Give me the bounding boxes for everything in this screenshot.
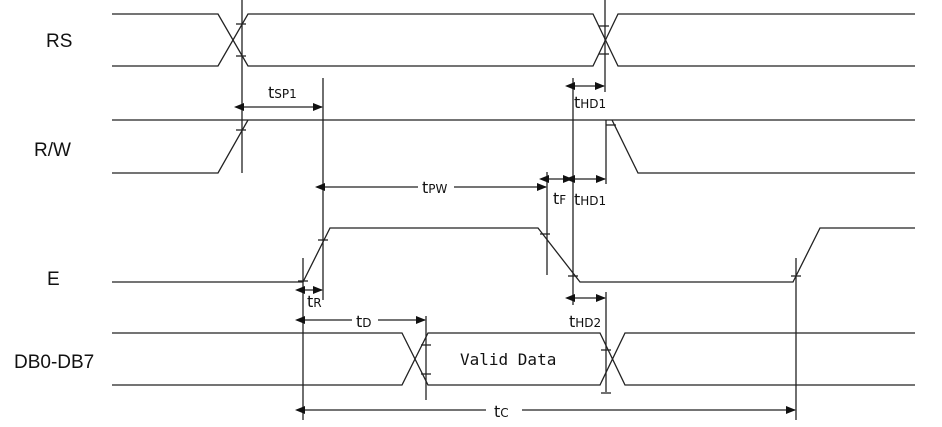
signal-label-rs: RS (46, 31, 72, 52)
timing-label-tr: tR (307, 292, 322, 311)
timing-label-tpw: tPW (422, 178, 448, 197)
signal-label-db: DB0-DB7 (14, 352, 94, 373)
timing-label-tsp1: tSP1 (268, 83, 297, 102)
rw-waveform (112, 119, 915, 174)
timing-label-td: tD (356, 312, 372, 331)
reference-lines (241, 0, 797, 420)
rs-waveform (112, 13, 915, 67)
signal-label-e: E (47, 269, 60, 290)
timing-label-thd1-mid: tHD1 (574, 190, 606, 209)
valid-data-label: Valid Data (460, 350, 556, 369)
timing-label-thd2: tHD2 (569, 312, 601, 331)
signal-label-rw: R/W (34, 140, 71, 161)
timing-label-tc: tC (494, 402, 509, 421)
timing-arrows (234, 82, 796, 414)
timing-label-tf: tF (553, 189, 566, 208)
e-waveform (112, 227, 915, 283)
timing-label-thd1-top: tHD1 (574, 93, 606, 112)
